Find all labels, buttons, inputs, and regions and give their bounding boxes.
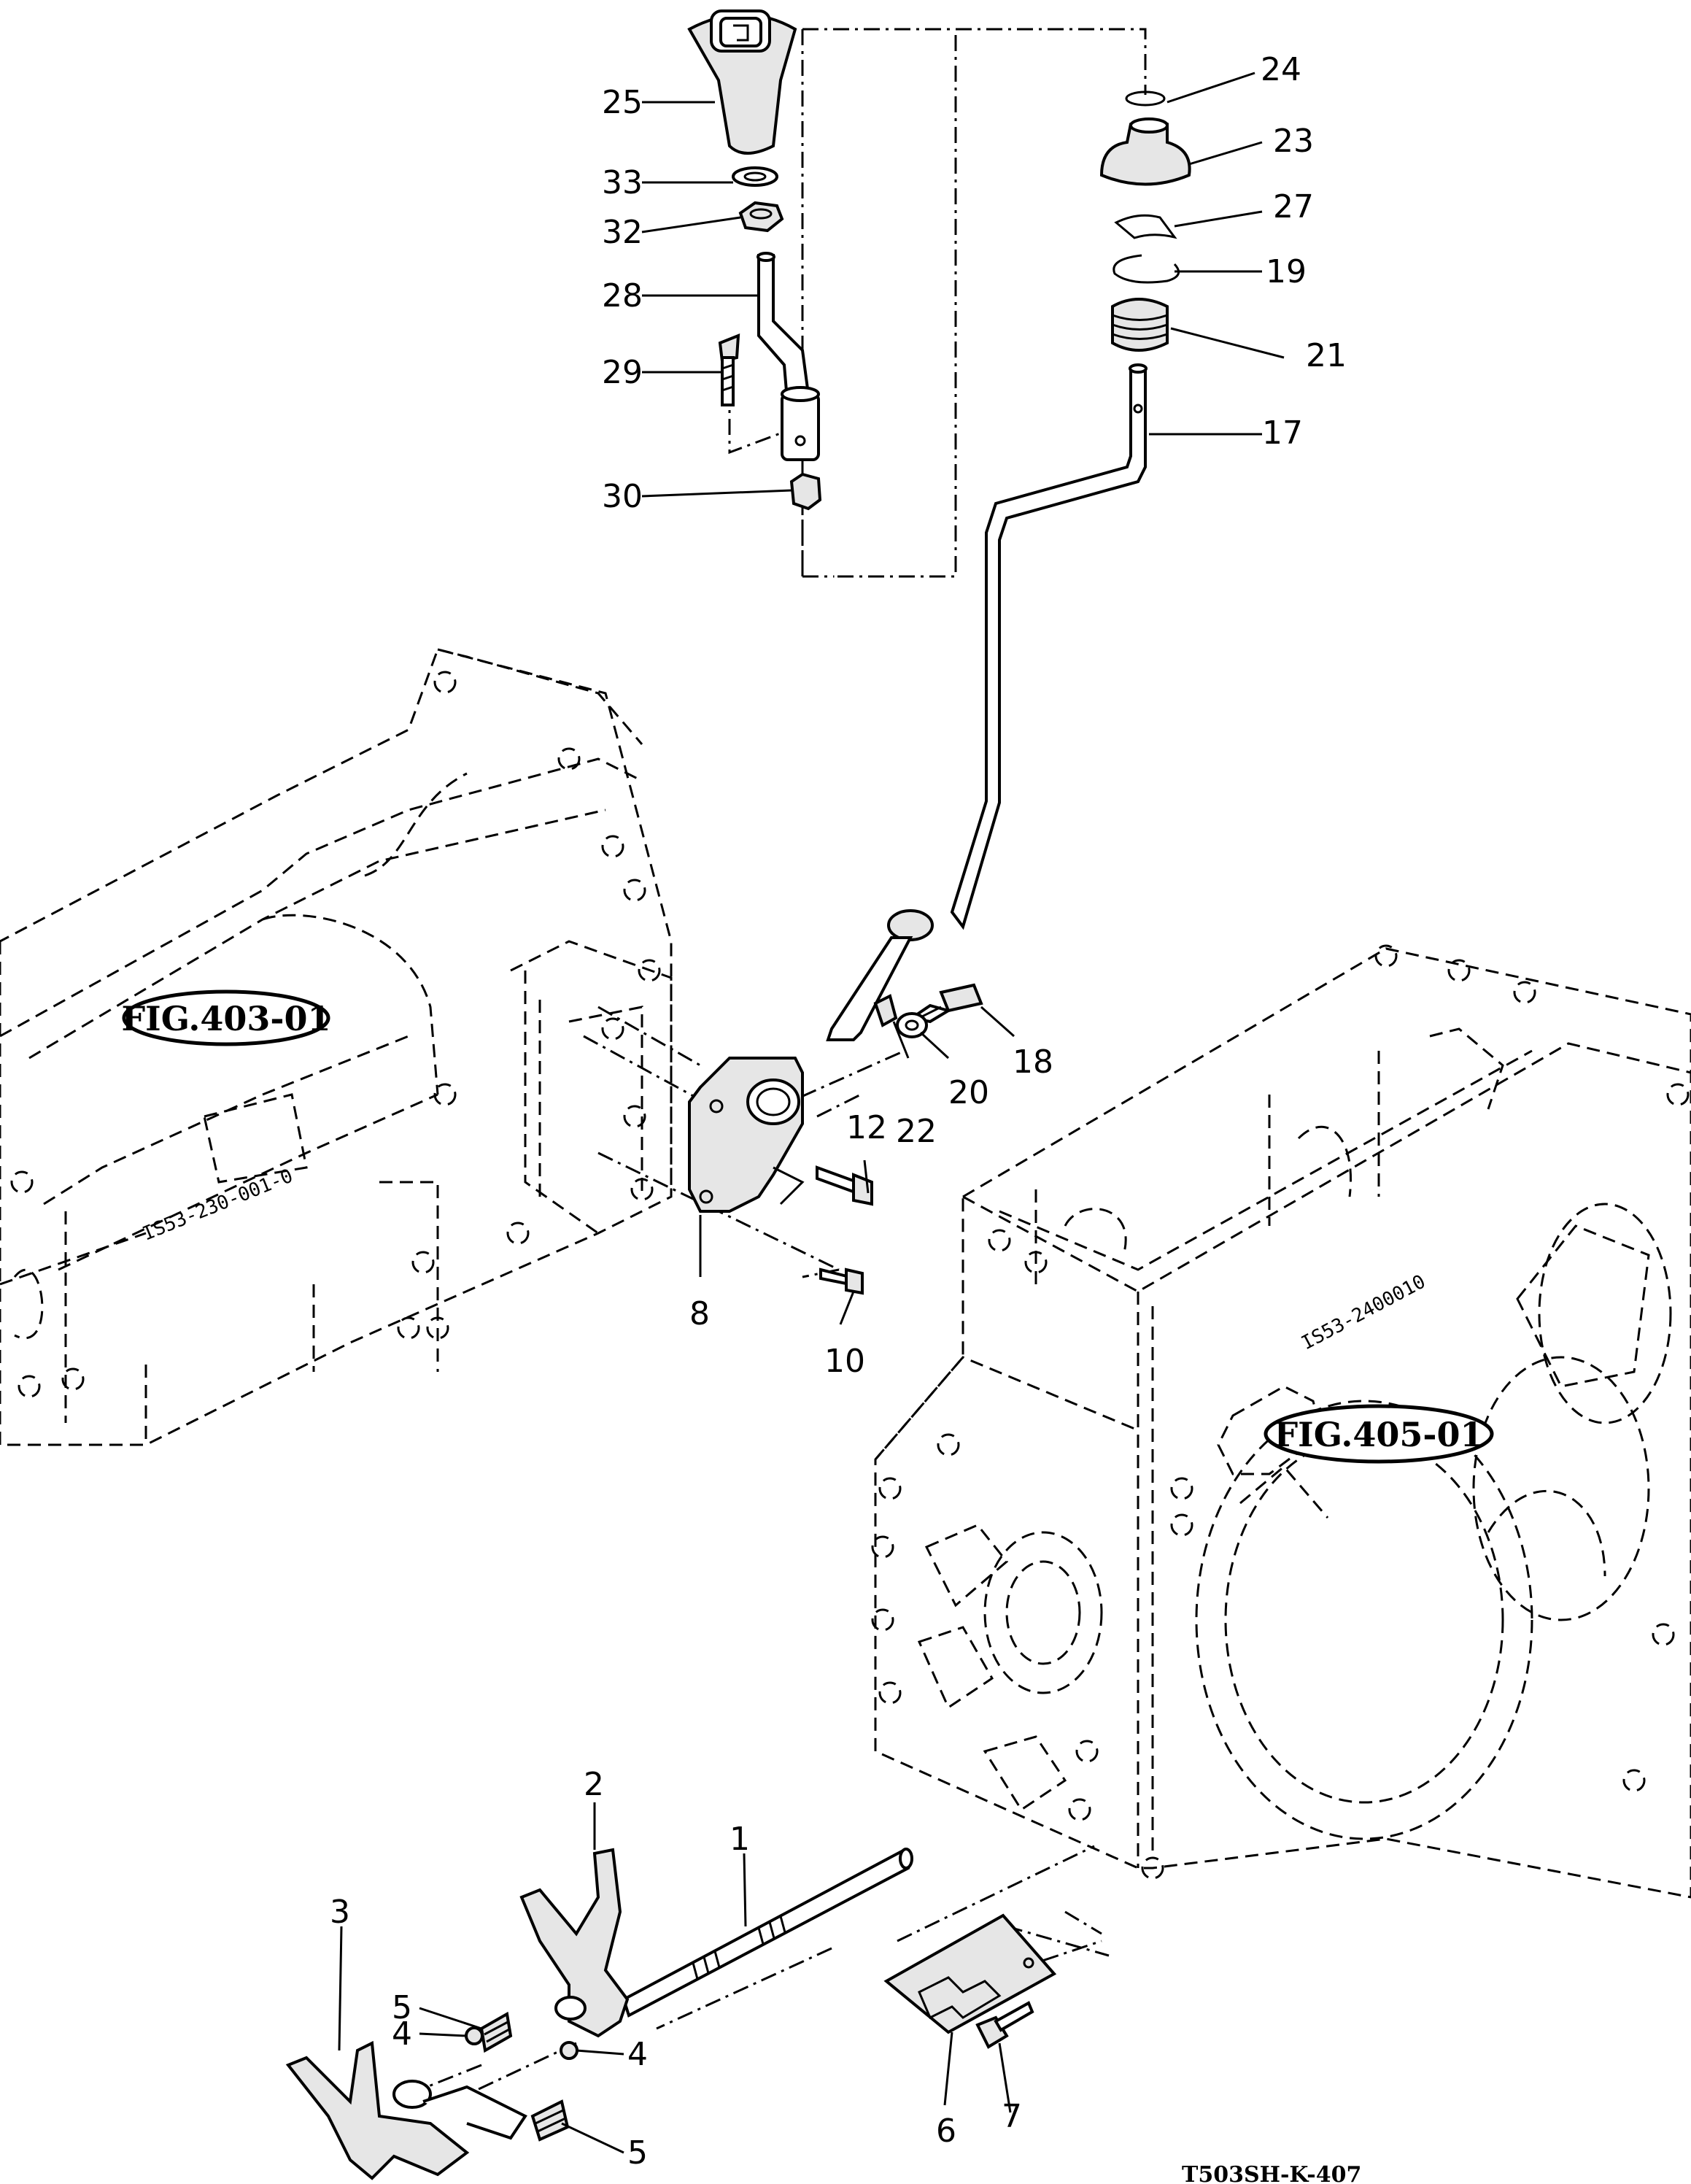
callout-7: 7 [1002, 2098, 1022, 2135]
left-housing: IS53-230-001-0 [0, 648, 673, 1446]
svg-text:FIG.403-01: FIG.403-01 [122, 999, 331, 1038]
callout-8: 8 [689, 1295, 710, 1332]
callout-3: 3 [330, 1894, 350, 1931]
bolt-10 [819, 1267, 864, 1295]
callout-30: 30 [602, 478, 643, 515]
clip-24 [1125, 90, 1166, 107]
callout-28: 28 [602, 277, 643, 315]
shift-lever-17 [826, 363, 1148, 1041]
callout-1: 1 [730, 1821, 750, 1858]
lever-28 [756, 252, 820, 461]
callout-24: 24 [1261, 51, 1301, 88]
callout-17: 17 [1262, 414, 1303, 452]
washer-33 [732, 166, 778, 187]
left-housing-bolt-holes [10, 671, 661, 1398]
right-case-stamp: IS53-2400010 [1298, 1271, 1429, 1355]
callout-18: 18 [1013, 1043, 1053, 1081]
spring-5b [530, 2099, 570, 2142]
knob-25 [687, 9, 797, 155]
callout-22: 22 [896, 1113, 937, 1150]
spring-21 [1111, 298, 1169, 352]
callout-27: 27 [1273, 188, 1314, 225]
ball-4b [560, 2041, 578, 2060]
callout-20: 20 [948, 1074, 989, 1111]
callout-19: 19 [1266, 253, 1307, 290]
callout-2: 2 [584, 1766, 604, 1803]
callout-33: 33 [602, 164, 643, 201]
callout-23: 23 [1273, 123, 1314, 160]
bolt-7 [975, 2001, 1034, 2049]
callout-32: 32 [602, 214, 643, 251]
washer-20 [896, 1012, 928, 1038]
leader-lines [338, 72, 1285, 2154]
support-8 [688, 1057, 805, 1213]
plate-6 [883, 1913, 1057, 2034]
callout-4-lower: 4 [627, 2036, 648, 2073]
callout-6: 6 [936, 2112, 956, 2150]
boot-23 [1099, 117, 1191, 186]
drawing-code: T503SH-K-407 [1182, 2162, 1361, 2184]
svg-text:FIG.405-01: FIG.405-01 [1274, 1415, 1484, 1454]
fork-3 [285, 2040, 527, 2180]
pin-22 [873, 994, 898, 1027]
clip-27 [1114, 214, 1177, 239]
left-housing-stamp: IS53-230-001-0 [139, 1165, 295, 1246]
spring-5a [479, 2011, 513, 2053]
circlip-19 [1112, 254, 1180, 284]
callout-numbers: 25 33 32 28 29 30 24 23 27 19 21 17 18 2… [330, 51, 1347, 2172]
fig-ref-405: FIG.405-01 [1217, 1385, 1494, 1475]
shift-rod-1 [622, 1847, 913, 2018]
fig-ref-403: FIG.403-01 [122, 989, 331, 1046]
callout-4-upper: 4 [392, 2015, 412, 2053]
callout-25: 25 [602, 84, 643, 121]
nut-30 [789, 472, 822, 511]
callout-10: 10 [824, 1343, 865, 1380]
callout-5-lower: 5 [627, 2134, 648, 2172]
right-case-bolt-holes [871, 944, 1690, 1880]
callout-21: 21 [1306, 337, 1347, 374]
ball-4a [465, 2026, 484, 2045]
bolt-29 [718, 333, 740, 406]
fork-2 [519, 1848, 630, 2038]
nut-32 [738, 201, 784, 233]
callout-29: 29 [602, 354, 643, 391]
bolt-12 [816, 1165, 873, 1206]
callout-5-upper: 5 [392, 1989, 412, 2026]
callout-12: 12 [846, 1109, 887, 1146]
